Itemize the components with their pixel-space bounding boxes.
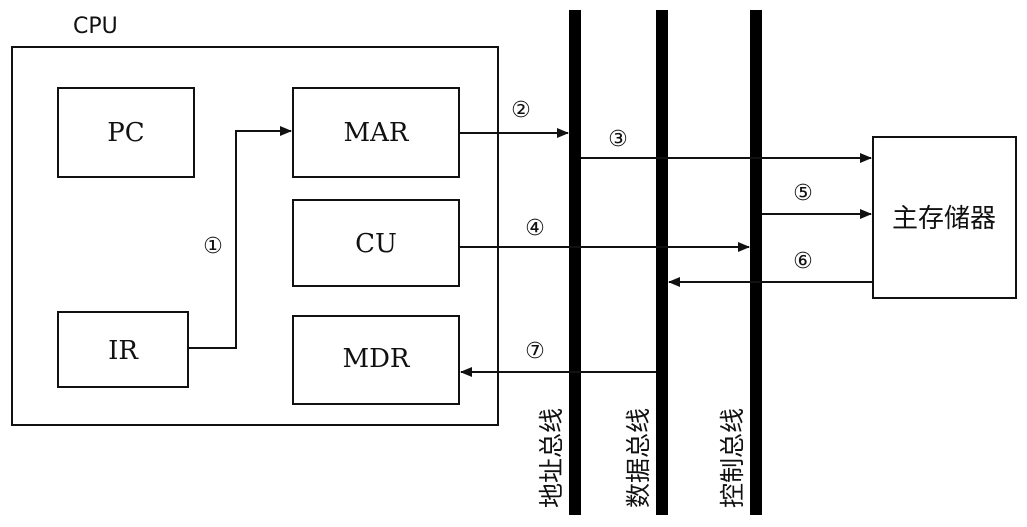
- step4-label: ④: [525, 216, 545, 241]
- step3-label: ③: [608, 127, 628, 152]
- data-bus-label: 数据总线: [624, 408, 653, 508]
- ir-box: [57, 311, 189, 388]
- pc-label: PC: [107, 118, 144, 148]
- cu-label: CU: [355, 229, 397, 259]
- step1-label: ①: [203, 234, 223, 259]
- step2-label: ②: [511, 98, 531, 123]
- pc-box: [57, 87, 195, 178]
- data-bus: [656, 10, 668, 515]
- address-bus: [569, 10, 581, 515]
- cu-box: [292, 199, 460, 287]
- control-bus: [750, 10, 762, 515]
- control-bus-label: 控制总线: [718, 408, 747, 508]
- step6-label: ⑥: [793, 249, 813, 274]
- address-bus-label: 地址总线: [537, 408, 566, 508]
- cpu-frame: [11, 46, 499, 426]
- mdr-label: MDR: [342, 344, 410, 374]
- step7-label: ⑦: [525, 339, 545, 364]
- step1-arrow: [188, 126, 292, 349]
- main-memory-label: 主存储器: [892, 204, 996, 234]
- mdr-box: [292, 315, 460, 405]
- main-memory-box: [872, 136, 1017, 299]
- step5-label: ⑤: [793, 181, 813, 206]
- mar-label: MAR: [344, 118, 410, 148]
- cpu-label: CPU: [73, 14, 118, 39]
- ir-label: IR: [108, 336, 139, 366]
